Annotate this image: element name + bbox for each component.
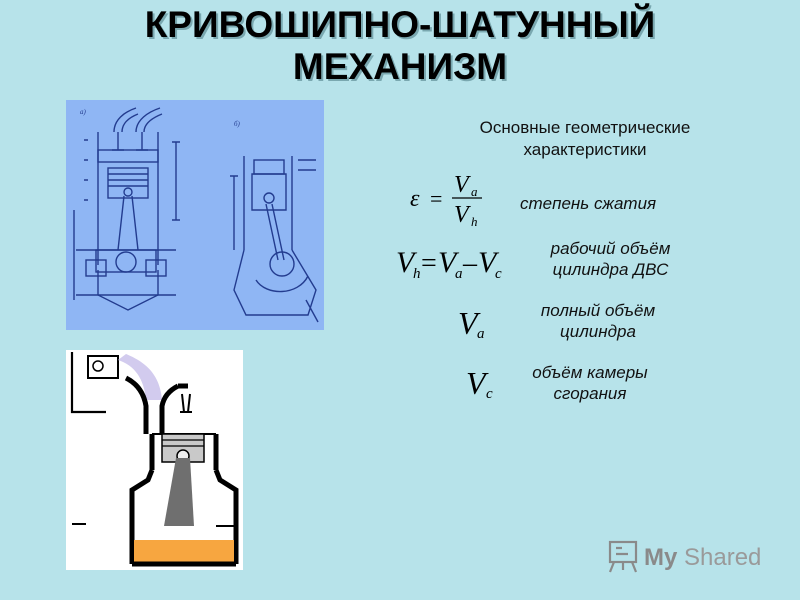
crank-mechanism-drawing-svg: a) б) <box>73 107 319 323</box>
chamber-volume-label-line-1: объём камеры <box>532 363 648 382</box>
vh-v: V <box>396 246 418 279</box>
characteristics-heading-line-2: характеристики <box>523 140 647 159</box>
svg-text:б): б) <box>234 120 241 128</box>
working-volume-label: рабочий объём цилиндра ДВС <box>528 238 693 280</box>
chamber-volume-v: V <box>466 365 489 401</box>
denominator-subscript: h <box>471 214 478 229</box>
characteristics-heading-line-1: Основные геометрические <box>479 118 691 137</box>
chamber-volume-subscript: c <box>486 386 493 402</box>
chamber-volume-label-line-2: сгорания <box>553 384 627 403</box>
total-volume-label-line-2: цилиндра <box>560 322 636 341</box>
va-v: V <box>438 246 460 279</box>
vc-subscript: c <box>495 266 502 282</box>
equals-sign-2: = <box>421 248 437 279</box>
title-line-1: КРИВОШИПНО-ШАТУННЫЙ <box>144 4 656 45</box>
numerator-v: V <box>454 172 471 198</box>
watermark-text-rest: Shared <box>684 544 761 571</box>
total-volume-label-line-1: полный объём <box>540 301 656 320</box>
numerator-subscript: a <box>471 184 478 199</box>
working-volume-formula: V h = V a – V c <box>396 246 502 282</box>
svg-text:a): a) <box>80 108 87 116</box>
crank-mechanism-drawing: a) б) <box>66 100 324 330</box>
characteristics-heading: Основные геометрические характеристики <box>430 117 740 161</box>
watermark-text-my: My <box>644 544 678 571</box>
total-volume-subscript: a <box>477 326 485 342</box>
vc-v: V <box>478 246 500 279</box>
total-volume-v: V <box>458 305 481 341</box>
total-volume-label: полный объём цилиндра <box>514 300 682 342</box>
vh-subscript: h <box>413 266 421 282</box>
slide-title: КРИВОШИПНО-ШАТУННЫЙ МЕХАНИЗМ <box>0 4 800 88</box>
denominator-v: V <box>454 202 471 228</box>
title-line-2: МЕХАНИЗМ <box>292 46 508 87</box>
piston-illustration <box>66 350 243 570</box>
piston-illustration-svg <box>70 352 239 567</box>
presentation-board-icon <box>608 540 638 573</box>
compression-ratio-label: степень сжатия <box>520 194 657 213</box>
working-volume-label-line-1: рабочий объём <box>550 239 671 258</box>
epsilon-symbol: ε <box>410 186 420 212</box>
compression-ratio-formula: ε = V a V h <box>410 172 482 229</box>
chamber-volume-label: объём камеры сгорания <box>515 362 665 404</box>
myshared-watermark: My Shared <box>608 540 761 573</box>
working-volume-label-line-2: цилиндра ДВС <box>552 260 669 279</box>
va-subscript: a <box>455 266 463 282</box>
total-volume-formula: V a <box>458 305 485 342</box>
chamber-volume-formula: V c <box>466 365 493 402</box>
equals-sign: = <box>430 186 442 211</box>
minus-sign: – <box>462 248 478 279</box>
